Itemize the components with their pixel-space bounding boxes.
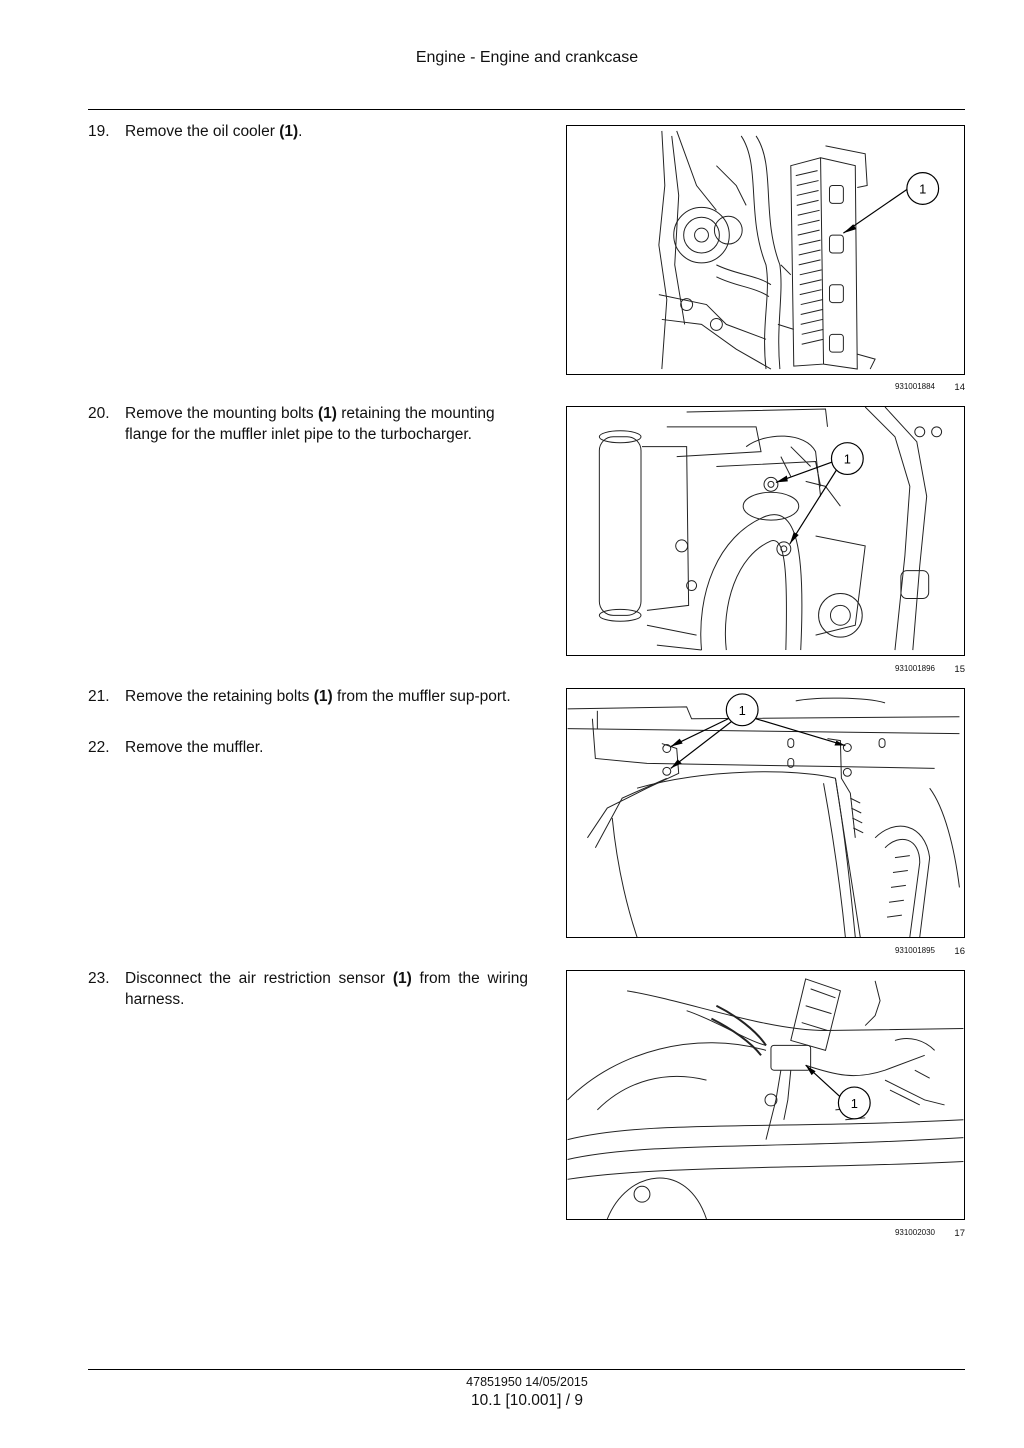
callout-label: 1	[919, 181, 926, 196]
figure-oil-cooler: 1	[566, 125, 965, 375]
step-22: 22. Remove the muffler.	[88, 737, 528, 758]
callout-label: 1	[844, 452, 851, 467]
step-number: 19.	[88, 123, 110, 140]
image-id: 931001896	[894, 664, 935, 673]
callout-circle	[837, 1086, 871, 1120]
callout-circle	[906, 172, 940, 205]
figure-turbo-flange: 1	[566, 406, 965, 656]
figure-number: 17	[954, 1228, 965, 1239]
callout-label: 1	[851, 1096, 858, 1111]
step-number: 20.	[88, 405, 110, 422]
step-number: 22.	[88, 739, 110, 756]
step-20: 20. Remove the mounting bolts (1) retain…	[88, 403, 528, 445]
image-id: 931002030	[894, 1228, 935, 1237]
footer-page-number: 10.1 [10.001] / 9	[470, 1392, 584, 1409]
figure-number: 14	[954, 382, 965, 393]
step-21: 21. Remove the retaining bolts (1) from …	[88, 686, 528, 707]
step-text: Remove the muffler.	[125, 739, 264, 756]
figure-16-caption: 931001895 16	[566, 946, 965, 958]
page-header-title: Engine - Engine and crankcase	[415, 49, 639, 66]
step-23: 23. Disconnect the air restriction senso…	[88, 968, 528, 1010]
figure-number: 16	[954, 946, 965, 957]
figure-14-caption: 931001884 14	[566, 382, 965, 394]
figure-17-caption: 931002030 17	[566, 1228, 965, 1240]
figure-15-caption: 931001896 15	[566, 664, 965, 676]
callout-circle	[725, 693, 759, 727]
step-text: Remove the mounting bolts (1) retaining …	[125, 405, 495, 443]
figure-muffler-support: 1	[566, 688, 965, 938]
callout-label: 1	[739, 703, 746, 718]
step-number: 23.	[88, 970, 110, 987]
step-19: 19. Remove the oil cooler (1).	[88, 121, 528, 142]
air-restriction-sensor-illustration: 1	[567, 978, 964, 1219]
image-id: 931001895	[894, 946, 935, 955]
step-text: Remove the oil cooler (1).	[125, 123, 303, 140]
footer-rule	[88, 1369, 965, 1370]
muffler-support-illustration: 1	[567, 693, 960, 937]
figure-number: 15	[954, 664, 965, 675]
figure-air-restriction-sensor: 1	[566, 970, 965, 1220]
footer-doc-ref: 47851950 14/05/2015	[466, 1375, 588, 1389]
header-rule	[88, 109, 965, 110]
step-text: Disconnect the air restriction sensor (1…	[125, 970, 529, 1008]
turbo-flange-illustration: 1	[598, 407, 943, 651]
step-text: Remove the retaining bolts (1) from the …	[125, 688, 511, 705]
callout-circle	[830, 442, 864, 476]
oil-cooler-illustration: 1	[658, 130, 940, 370]
image-id: 931001884	[894, 382, 935, 391]
step-number: 21.	[88, 688, 110, 705]
